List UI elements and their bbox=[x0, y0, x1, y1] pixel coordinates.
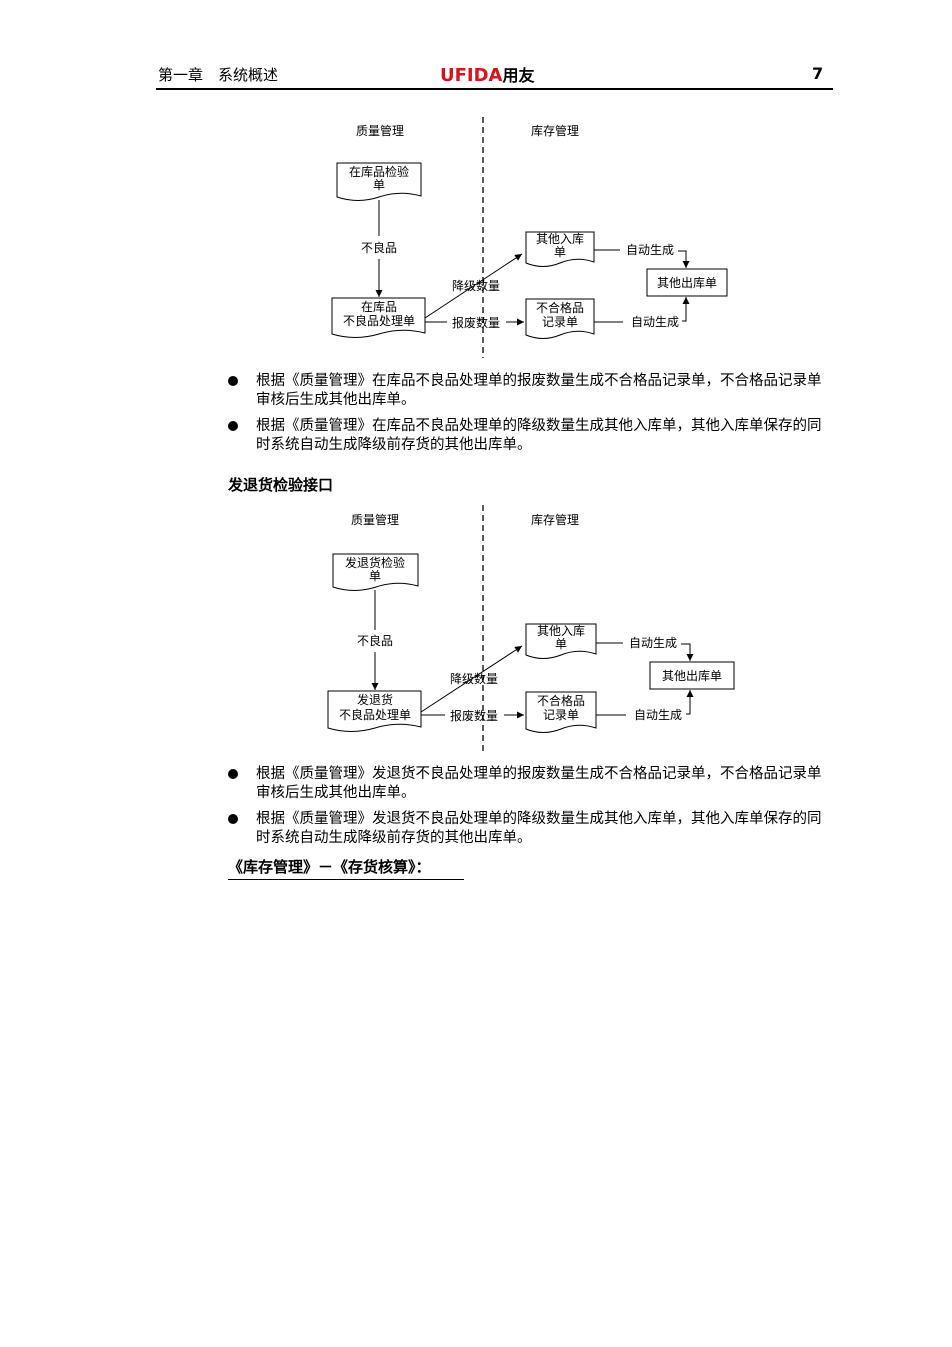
left-system-title: 质量管理 bbox=[356, 123, 404, 138]
auto-label-top: 自动生成 bbox=[629, 636, 677, 650]
unqualified-doc-line2: 记录单 bbox=[542, 315, 578, 329]
arrow-downgrade bbox=[424, 253, 523, 319]
source-doc-line2: 单 bbox=[369, 569, 381, 583]
scrap-label: 报废数量 bbox=[450, 708, 498, 723]
right-system-title: 库存管理 bbox=[531, 512, 579, 527]
diagram-2: 质量管理 库存管理 发退货检验 单 不良品 发退货 不良品处理单 降级数量 报废… bbox=[327, 505, 735, 752]
scrap-label: 报废数量 bbox=[452, 315, 500, 330]
process-doc-line1: 发退货 bbox=[357, 692, 393, 707]
bullet-text: 根据《质量管理》发退货不良品处理单的降级数量生成其他入库单，其他入库单保存的同时… bbox=[256, 811, 822, 846]
arrow-auto-bottom bbox=[682, 297, 690, 322]
doc-process-shape bbox=[327, 690, 422, 732]
diagram-1: 质量管理 库存管理 在库品检验 单 不良品 在库品 不良品处理单 降级数量 报废… bbox=[331, 117, 728, 358]
other-in-doc-line2: 单 bbox=[554, 245, 566, 259]
auto-label-top: 自动生成 bbox=[626, 243, 674, 257]
bullet-dot-icon bbox=[228, 376, 238, 386]
next-section-title: 《库存管理》－《存货核算》： bbox=[228, 856, 464, 880]
other-in-doc-line1: 其他入库 bbox=[537, 623, 585, 638]
section-title: 发退货检验接口 bbox=[228, 476, 334, 494]
arrow-auto-bottom bbox=[686, 690, 694, 715]
doc-source-shape bbox=[332, 553, 419, 591]
downgrade-label: 降级数量 bbox=[450, 671, 498, 686]
source-doc-line2: 单 bbox=[373, 178, 385, 192]
process-doc-line2: 不良品处理单 bbox=[339, 707, 411, 722]
other-out-box bbox=[646, 268, 728, 297]
logo-brand-cn: 用友 bbox=[502, 66, 535, 85]
bullet-text: 根据《质量管理》在库品不良品处理单的降级数量生成其他入库单，其他入库单保存的同时… bbox=[256, 418, 822, 453]
doc-source-shape bbox=[336, 162, 422, 201]
doc-process-shape bbox=[331, 297, 426, 338]
left-system-title: 质量管理 bbox=[351, 512, 399, 527]
auto-label-bottom: 自动生成 bbox=[631, 315, 679, 329]
defect-label: 不良品 bbox=[357, 633, 393, 648]
bullet-dot-icon bbox=[228, 421, 238, 431]
right-system-title: 库存管理 bbox=[531, 123, 579, 138]
unqualified-doc-line2: 记录单 bbox=[543, 708, 579, 722]
unqualified-doc-line1: 不合格品 bbox=[536, 300, 584, 315]
other-out-doc: 其他出库单 bbox=[662, 668, 722, 683]
chapter-title: 第一章 系统概述 bbox=[158, 66, 279, 84]
bullet-dot-icon bbox=[228, 769, 238, 779]
downgrade-label: 降级数量 bbox=[452, 278, 500, 293]
doc-unqualified-shape bbox=[525, 298, 595, 339]
source-doc-line1: 在库品检验 bbox=[349, 164, 409, 179]
arrow-auto-top bbox=[681, 643, 694, 661]
unqualified-doc-line1: 不合格品 bbox=[537, 693, 585, 708]
header-rule bbox=[156, 88, 833, 90]
arrow-auto-top bbox=[678, 250, 690, 268]
defect-label: 不良品 bbox=[361, 240, 397, 255]
page-number: 7 bbox=[812, 64, 824, 83]
list-item: 根据《质量管理》发退货不良品处理单的降级数量生成其他入库单，其他入库单保存的同时… bbox=[228, 810, 834, 848]
other-out-box bbox=[649, 661, 735, 690]
doc-other-in-shape bbox=[525, 231, 595, 267]
arrow-downgrade bbox=[420, 645, 523, 713]
ufida-logo: UFIDA用友 bbox=[440, 62, 535, 86]
auto-label-bottom: 自动生成 bbox=[634, 708, 682, 722]
process-doc-line1: 在库品 bbox=[361, 299, 397, 314]
list-item: 根据《质量管理》发退货不良品处理单的报废数量生成不合格品记录单，不合格品记录单审… bbox=[228, 765, 834, 803]
bullet-list-2: 根据《质量管理》发退货不良品处理单的报废数量生成不合格品记录单，不合格品记录单审… bbox=[228, 765, 834, 855]
bullet-dot-icon bbox=[228, 814, 238, 824]
other-out-doc: 其他出库单 bbox=[657, 275, 717, 290]
bullet-list-1: 根据《质量管理》在库品不良品处理单的报废数量生成不合格品记录单，不合格品记录单审… bbox=[228, 372, 834, 462]
doc-other-in-shape bbox=[525, 623, 597, 659]
list-item: 根据《质量管理》在库品不良品处理单的报废数量生成不合格品记录单，不合格品记录单审… bbox=[228, 372, 834, 410]
doc-unqualified-shape bbox=[525, 691, 597, 733]
bullet-text: 根据《质量管理》在库品不良品处理单的报废数量生成不合格品记录单，不合格品记录单审… bbox=[256, 373, 822, 408]
logo-brand: UFIDA bbox=[440, 65, 503, 86]
other-in-doc-line1: 其他入库 bbox=[536, 231, 584, 246]
process-doc-line2: 不良品处理单 bbox=[343, 313, 415, 328]
other-in-doc-line2: 单 bbox=[555, 637, 567, 651]
source-doc-line1: 发退货检验 bbox=[345, 555, 405, 570]
bullet-text: 根据《质量管理》发退货不良品处理单的报废数量生成不合格品记录单，不合格品记录单审… bbox=[256, 766, 822, 801]
list-item: 根据《质量管理》在库品不良品处理单的降级数量生成其他入库单，其他入库单保存的同时… bbox=[228, 417, 834, 455]
